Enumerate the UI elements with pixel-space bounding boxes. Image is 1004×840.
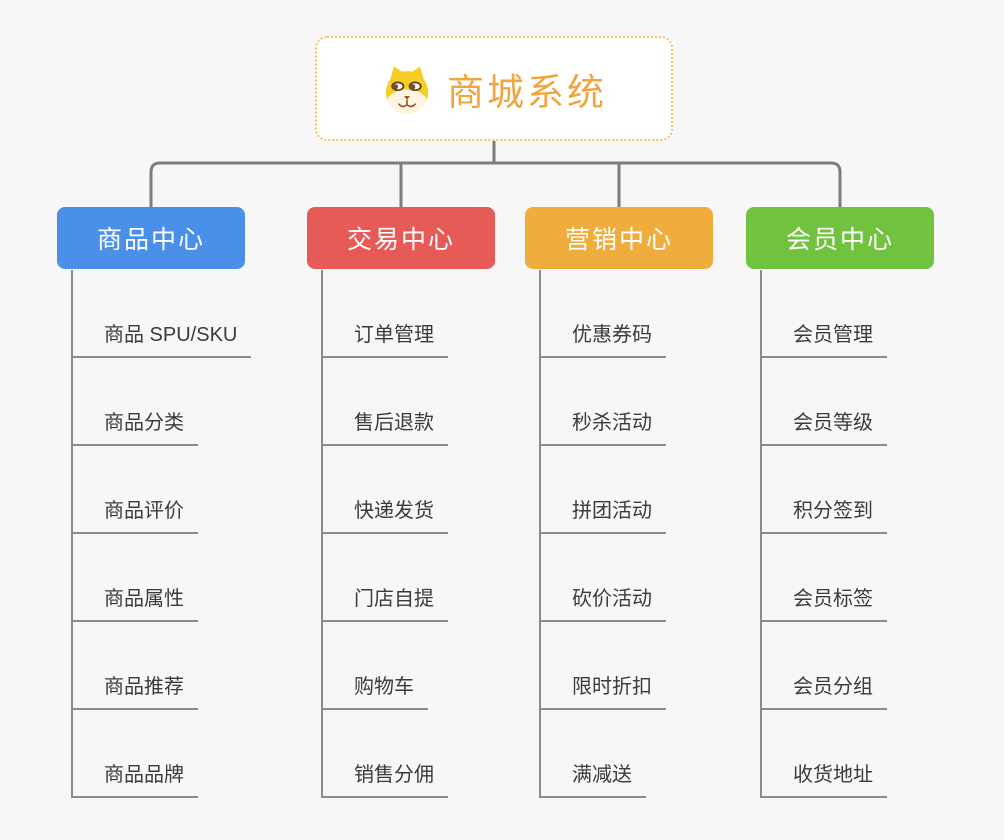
leaf-node[interactable]: 会员标签: [762, 534, 887, 622]
leaf-node[interactable]: 商品分类: [73, 358, 198, 446]
leaf-node[interactable]: 销售分佣: [323, 710, 448, 798]
leaf-node[interactable]: 商品评价: [73, 446, 198, 534]
leaf-node[interactable]: 订单管理: [323, 270, 448, 358]
leaf-label: 商品品牌: [104, 764, 184, 786]
leaf-label: 拼团活动: [572, 500, 652, 522]
leaf-node[interactable]: 商品 SPU/SKU: [73, 270, 252, 358]
bus-line: [149, 161, 842, 207]
leaf-label: 销售分佣: [354, 764, 434, 786]
branch-column-member-center: 会员管理 会员等级 积分签到 会员标签 会员分组 收货地址: [760, 270, 887, 798]
leaf-node[interactable]: 会员管理: [762, 270, 887, 358]
leaf-node[interactable]: 会员分组: [762, 622, 887, 710]
leaf-label: 会员分组: [793, 676, 873, 698]
leaf-label: 会员管理: [793, 324, 873, 346]
leaf-node[interactable]: 满减送: [541, 710, 646, 798]
leaf-node[interactable]: 秒杀活动: [541, 358, 666, 446]
branch-label: 营销中心: [564, 226, 673, 254]
leaf-label: 砍价活动: [572, 588, 652, 610]
root-node[interactable]: 商城系统: [315, 36, 673, 141]
leaf-label: 商品评价: [104, 500, 184, 522]
leaf-label: 订单管理: [354, 324, 434, 346]
leaf-label: 商品 SPU/SKU: [104, 324, 238, 346]
branch-node-marketing-center[interactable]: 营销中心: [525, 207, 713, 269]
branch-label: 会员中心: [785, 226, 894, 254]
dog-face-icon: [381, 64, 433, 114]
branch-node-product-center[interactable]: 商品中心: [57, 207, 245, 269]
leaf-node[interactable]: 收货地址: [762, 710, 887, 798]
leaf-node[interactable]: 商品属性: [73, 534, 198, 622]
leaf-node[interactable]: 砍价活动: [541, 534, 666, 622]
leaf-label: 售后退款: [354, 412, 434, 434]
leaf-node[interactable]: 优惠券码: [541, 270, 666, 358]
branch-node-trade-center[interactable]: 交易中心: [307, 207, 495, 269]
root-title: 商城系统: [447, 71, 607, 113]
leaf-node[interactable]: 积分签到: [762, 446, 887, 534]
leaf-label: 门店自提: [354, 588, 434, 610]
leaf-label: 商品分类: [104, 412, 184, 434]
leaf-label: 满减送: [572, 764, 632, 786]
leaf-label: 收货地址: [793, 764, 873, 786]
leaf-node[interactable]: 会员等级: [762, 358, 887, 446]
leaf-label: 会员标签: [793, 588, 873, 610]
leaf-node[interactable]: 限时折扣: [541, 622, 666, 710]
leaf-node[interactable]: 商品品牌: [73, 710, 198, 798]
branch-column-marketing-center: 优惠券码 秒杀活动 拼团活动 砍价活动 限时折扣 满减送: [539, 270, 666, 798]
branch-node-member-center[interactable]: 会员中心: [746, 207, 934, 269]
leaf-label: 商品属性: [104, 588, 184, 610]
leaf-label: 会员等级: [793, 412, 873, 434]
leaf-label: 购物车: [354, 676, 414, 698]
branch-label: 商品中心: [96, 226, 205, 254]
leaf-node[interactable]: 商品推荐: [73, 622, 198, 710]
leaf-label: 积分签到: [793, 500, 873, 522]
leaf-label: 优惠券码: [572, 324, 652, 346]
leaf-node[interactable]: 拼团活动: [541, 446, 666, 534]
leaf-node[interactable]: 售后退款: [323, 358, 448, 446]
leaf-node[interactable]: 门店自提: [323, 534, 448, 622]
leaf-node[interactable]: 购物车: [323, 622, 428, 710]
branch-column-product-center: 商品 SPU/SKU 商品分类 商品评价 商品属性 商品推荐 商品品牌: [71, 270, 252, 798]
branch-column-trade-center: 订单管理 售后退款 快递发货 门店自提 购物车 销售分佣: [321, 270, 448, 798]
leaf-label: 限时折扣: [572, 676, 652, 698]
leaf-label: 商品推荐: [104, 676, 184, 698]
leaf-label: 秒杀活动: [572, 412, 652, 434]
leaf-label: 快递发货: [354, 500, 434, 522]
leaf-node[interactable]: 快递发货: [323, 446, 448, 534]
branch-label: 交易中心: [346, 226, 455, 254]
